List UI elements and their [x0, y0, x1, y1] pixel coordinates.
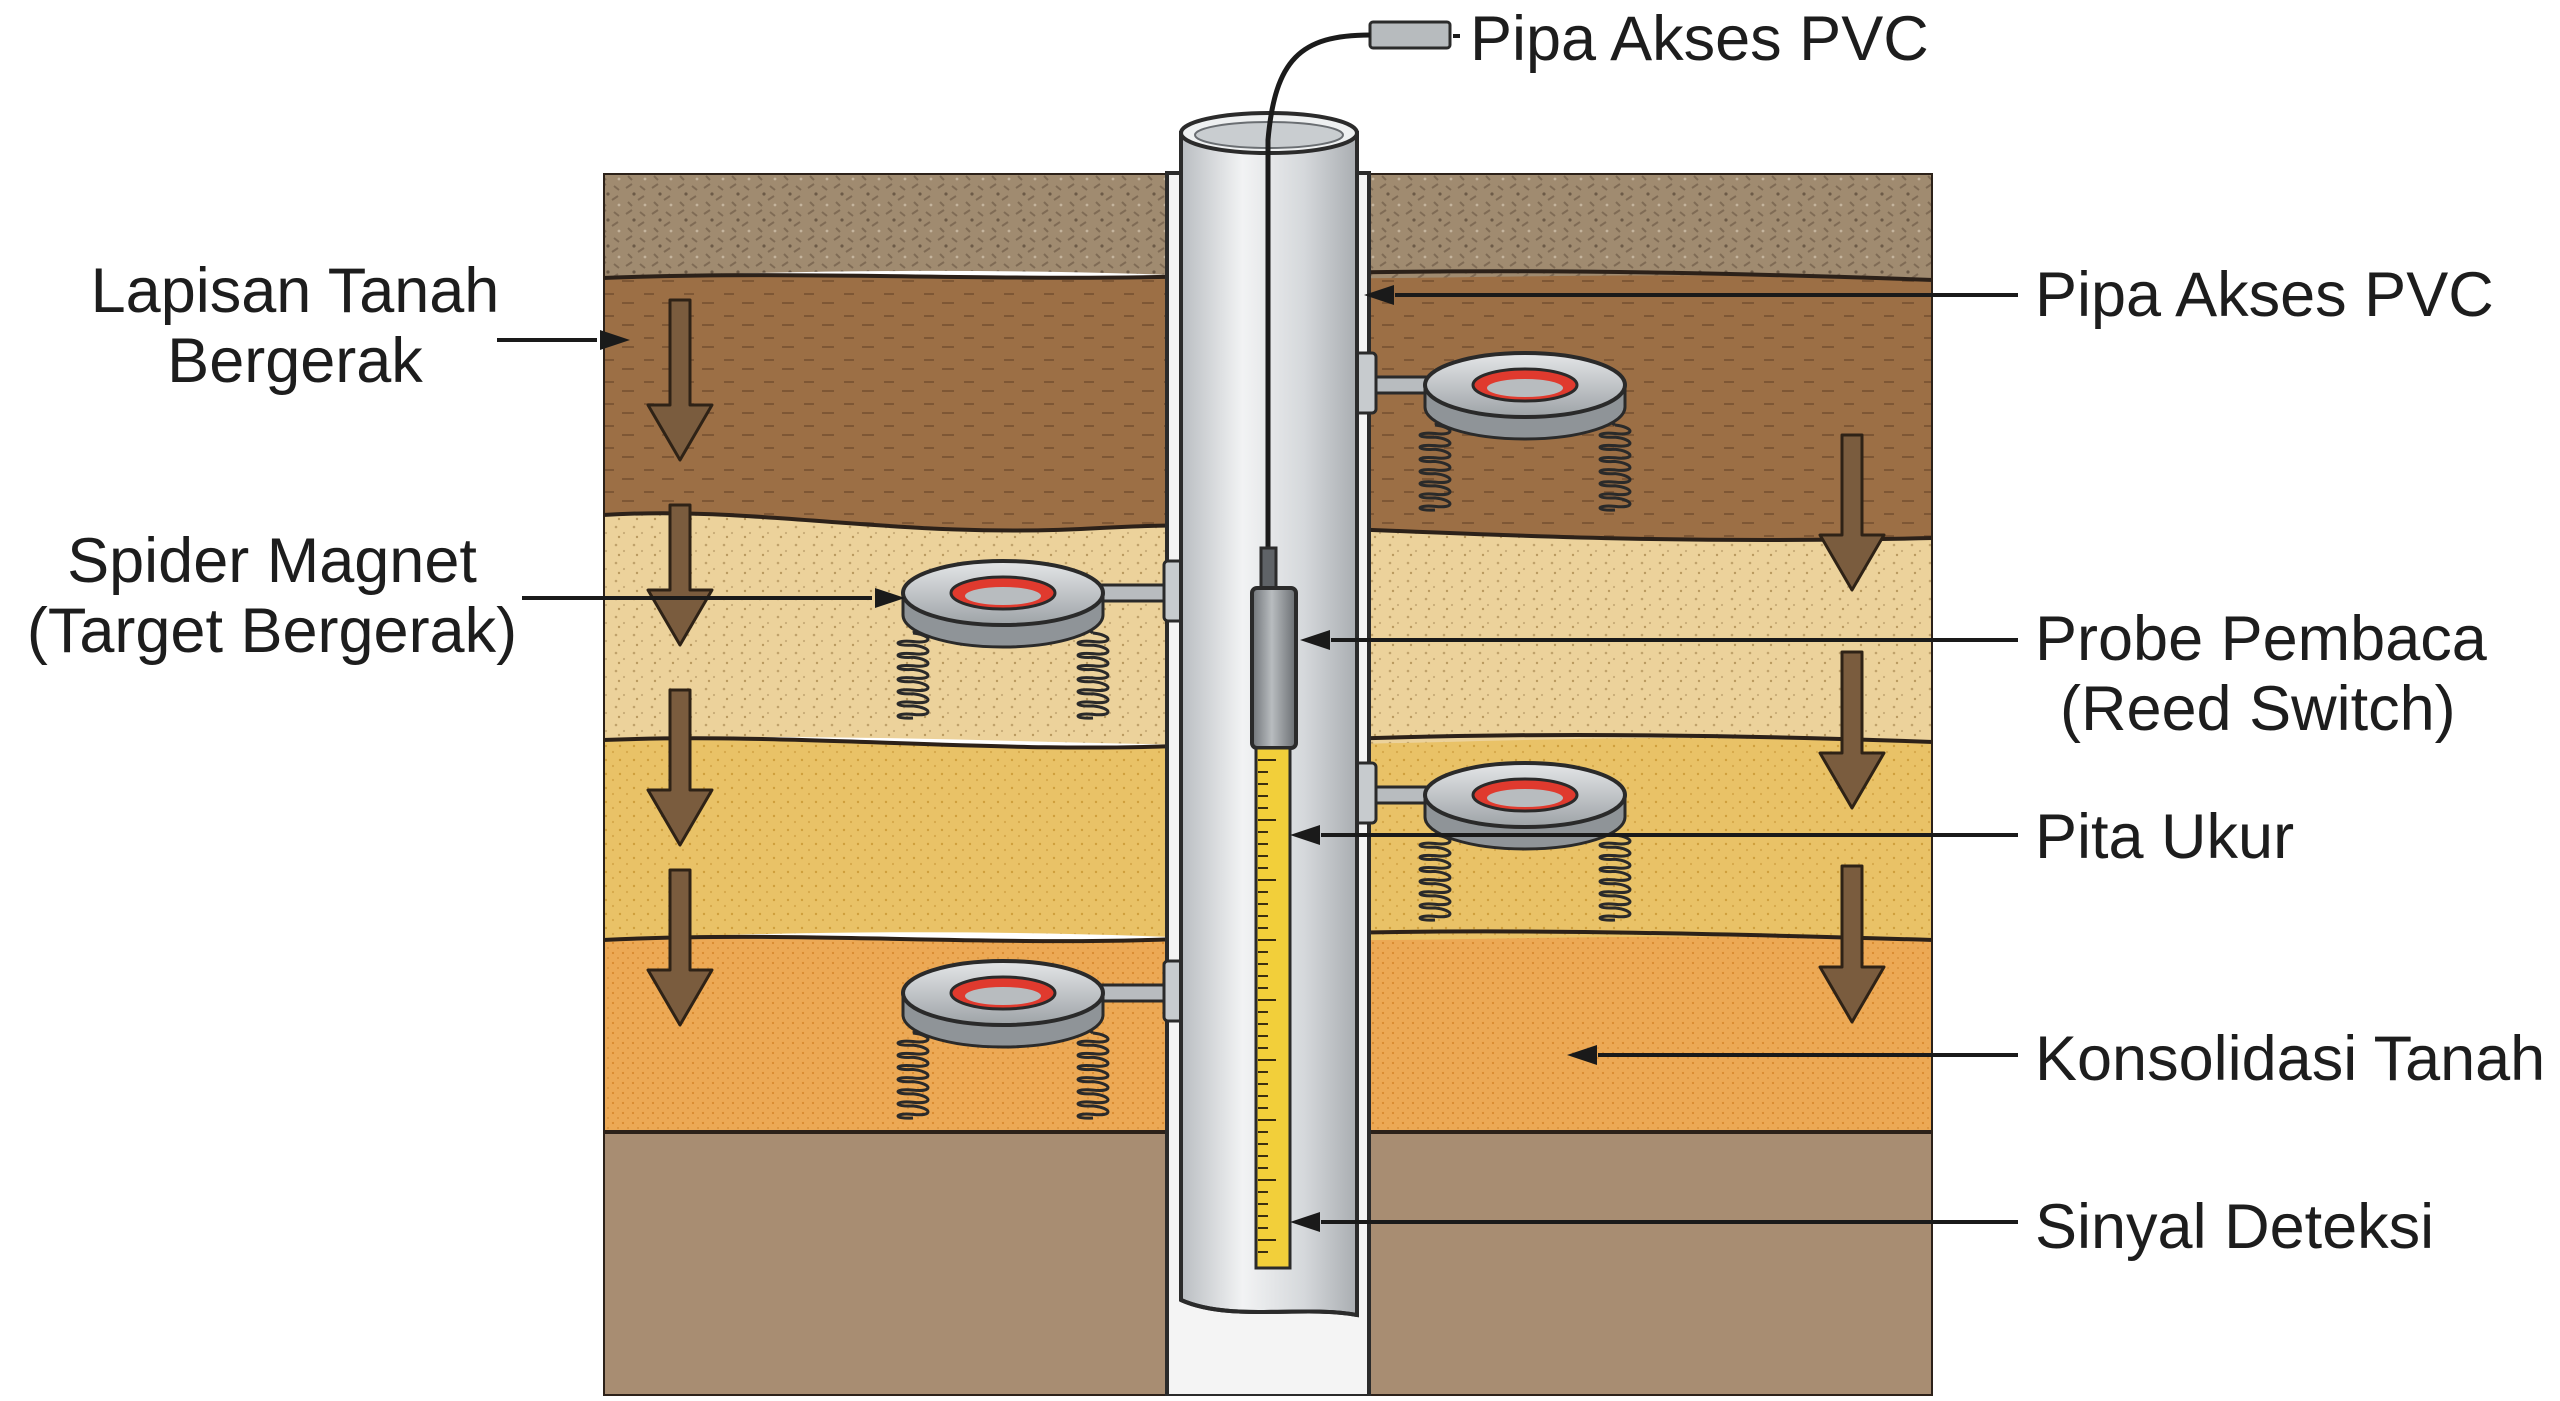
label-signal: Sinyal Deteksi — [2035, 1192, 2434, 1262]
down-arrow-icon — [646, 503, 714, 647]
cable-connector — [1368, 20, 1452, 50]
label-spider-line2: (Target Bergerak) — [27, 596, 517, 666]
leader-lines — [497, 34, 2018, 1232]
coil-spring-icon — [1076, 631, 1110, 720]
spider-magnet-icon — [1352, 351, 1632, 512]
spider-magnets — [896, 351, 1632, 1120]
label-moving-soil-line1: Lapisan Tanah — [91, 256, 500, 326]
coil-spring-icon — [1418, 423, 1452, 512]
spider-magnet-icon — [896, 559, 1188, 720]
down-arrow-icon — [1818, 650, 1886, 810]
coil-spring-icon — [1598, 423, 1632, 512]
movement-arrows — [646, 298, 1886, 1027]
down-arrow-icon — [1818, 864, 1886, 1024]
probe-assembly — [1250, 20, 1452, 1270]
coil-spring-icon — [896, 631, 930, 720]
coil-spring-icon — [1598, 833, 1632, 922]
probe-icon — [1250, 586, 1298, 750]
label-spider-line1: Spider Magnet — [67, 526, 477, 596]
coil-spring-icon — [896, 1031, 930, 1120]
tape-ticks — [1258, 759, 1276, 1253]
down-arrow-icon — [646, 688, 714, 847]
down-arrow-icon — [646, 868, 714, 1027]
label-tape: Pita Ukur — [2035, 802, 2294, 872]
label-probe-line1: Probe Pembaca — [2035, 604, 2488, 674]
label-moving-soil-line2: Bergerak — [167, 326, 423, 396]
labels: Pipa Akses PVC Lapisan Tanah Bergerak Sp… — [27, 4, 2545, 1262]
label-right-pipe: Pipa Akses PVC — [2035, 260, 2494, 330]
coil-spring-icon — [1076, 1031, 1110, 1120]
down-arrow-icon — [646, 298, 714, 462]
label-probe-line2: (Reed Switch) — [2060, 674, 2456, 744]
label-consolidation: Konsolidasi Tanah — [2035, 1024, 2545, 1094]
down-arrow-icon — [1818, 433, 1886, 592]
spider-magnet-icon — [896, 959, 1188, 1120]
coil-spring-icon — [1418, 833, 1452, 922]
probe-cable — [1265, 32, 1371, 555]
label-top-pipe: Pipa Akses PVC — [1470, 4, 1929, 74]
measuring-tape — [1254, 746, 1292, 1270]
